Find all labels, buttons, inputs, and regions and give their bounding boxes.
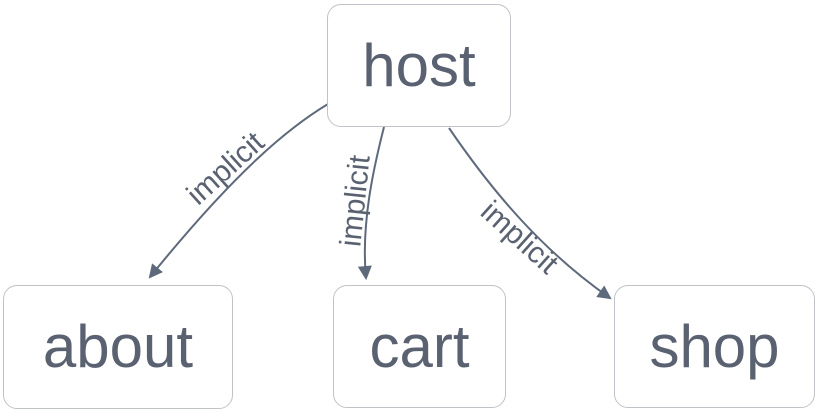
edge-host-shop: [448, 127, 612, 300]
node-cart: cart: [333, 285, 506, 408]
edge-host-cart: [357, 126, 385, 281]
edge-host-about: [148, 103, 329, 279]
node-about: about: [3, 285, 233, 409]
node-host: host: [327, 4, 511, 127]
node-shop: shop: [614, 285, 815, 408]
